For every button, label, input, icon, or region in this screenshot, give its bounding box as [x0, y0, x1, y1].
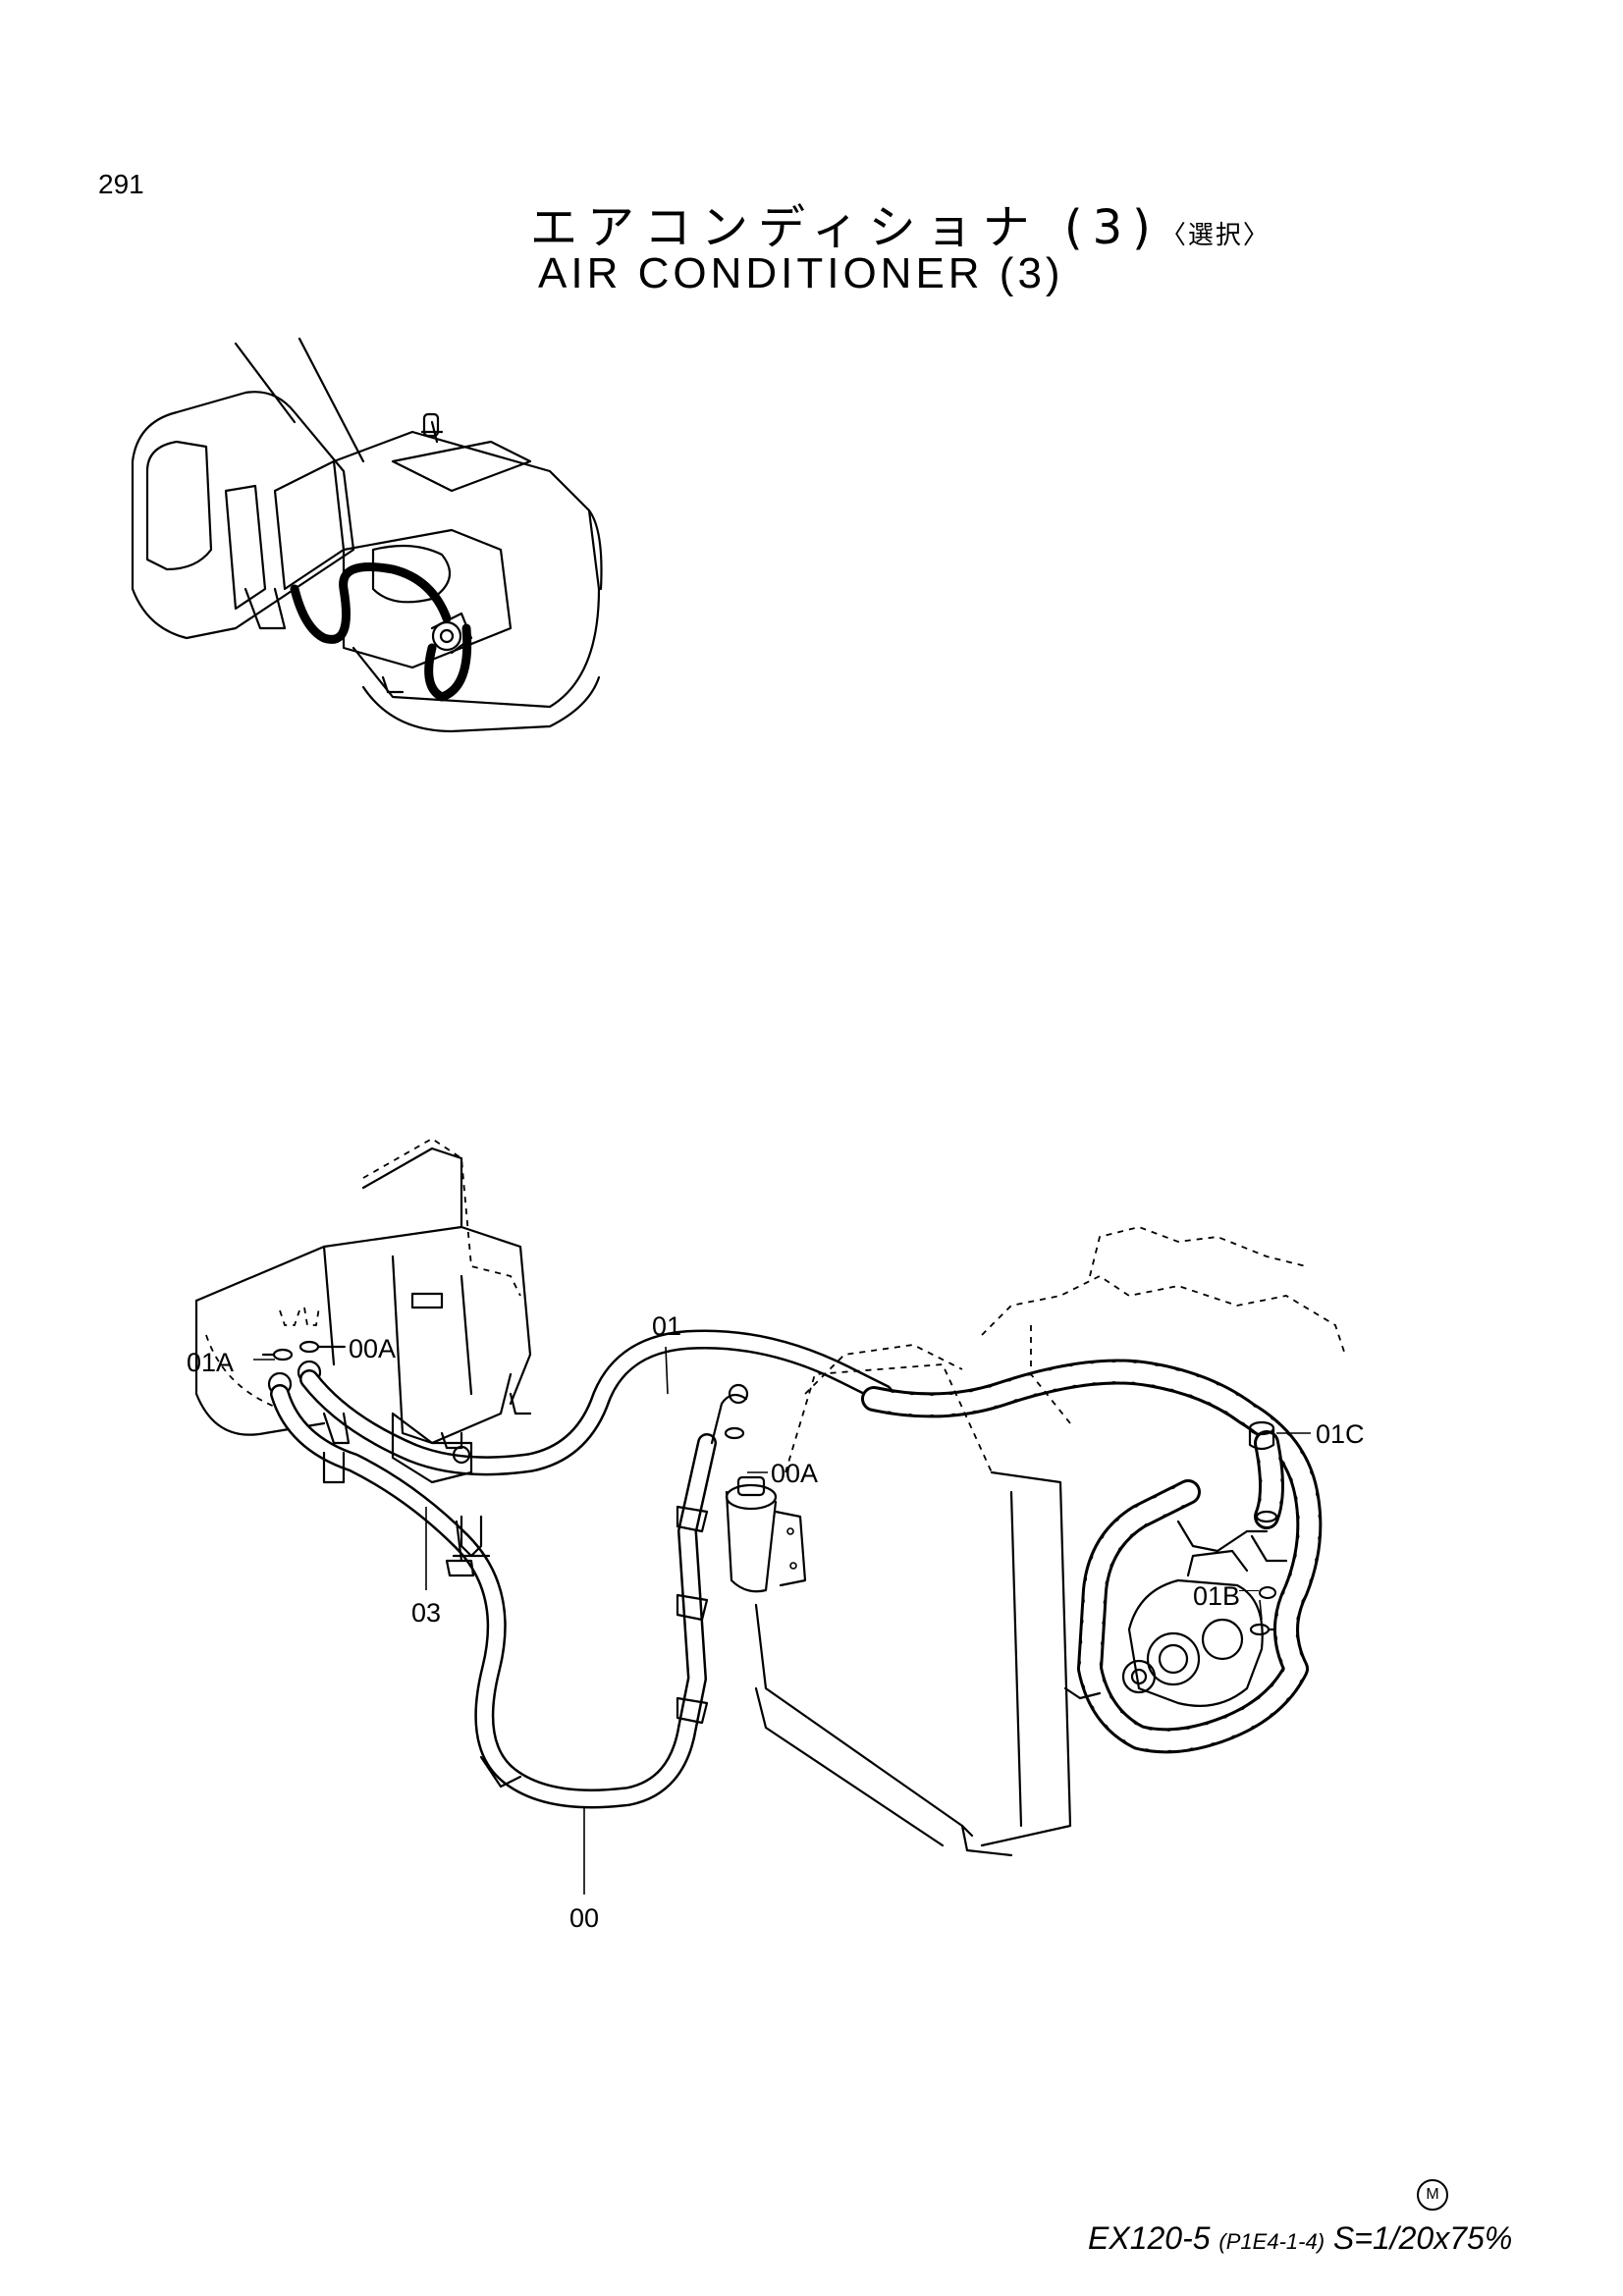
callout-01b: 01B — [1193, 1581, 1240, 1611]
callout-00a-top: 00A — [349, 1334, 396, 1363]
compressor — [1121, 1549, 1276, 1707]
callout-00a-mid: 00A — [771, 1459, 818, 1488]
bolt — [445, 1520, 475, 1577]
callout-00: 00 — [569, 1903, 599, 1933]
receiver-dryer — [710, 1383, 807, 1593]
o-ring-01b-leader — [1239, 1590, 1259, 1591]
circled-m-mark: M — [1417, 2179, 1448, 2211]
footer-model: EX120-5 — [1088, 2220, 1219, 2256]
callout-03: 03 — [411, 1598, 441, 1628]
footer-model-code: EX120-5 (P1E4-1-4) S=1/20x75% — [1088, 2220, 1512, 2257]
page-title-english: AIR CONDITIONER (3) — [538, 249, 1064, 297]
engine-outline — [981, 1226, 1346, 1424]
evaporator-unit — [194, 1137, 532, 1450]
excavator-body — [131, 337, 603, 733]
page-title-japanese: エアコンディショナ (3)〈選択〉 — [530, 188, 1271, 257]
clamp-bracket — [322, 1412, 491, 1558]
title-jp-text: エアコンディショナ (3) — [530, 200, 1161, 255]
page-number: 291 — [98, 169, 144, 199]
callout-01a: 01A — [187, 1348, 234, 1377]
callout-01c: 01C — [1316, 1419, 1365, 1449]
o-ring-01b-marker — [1259, 1586, 1276, 1599]
title-jp-option: 〈選択〉 — [1160, 221, 1271, 250]
fitting-01c — [1176, 1420, 1288, 1563]
callout-01: 01 — [652, 1311, 681, 1341]
condenser — [754, 1344, 1102, 1857]
footer-scale: S=1/20x75% — [1325, 2220, 1513, 2256]
footer-section: (P1E4-1-4) — [1218, 2229, 1325, 2254]
